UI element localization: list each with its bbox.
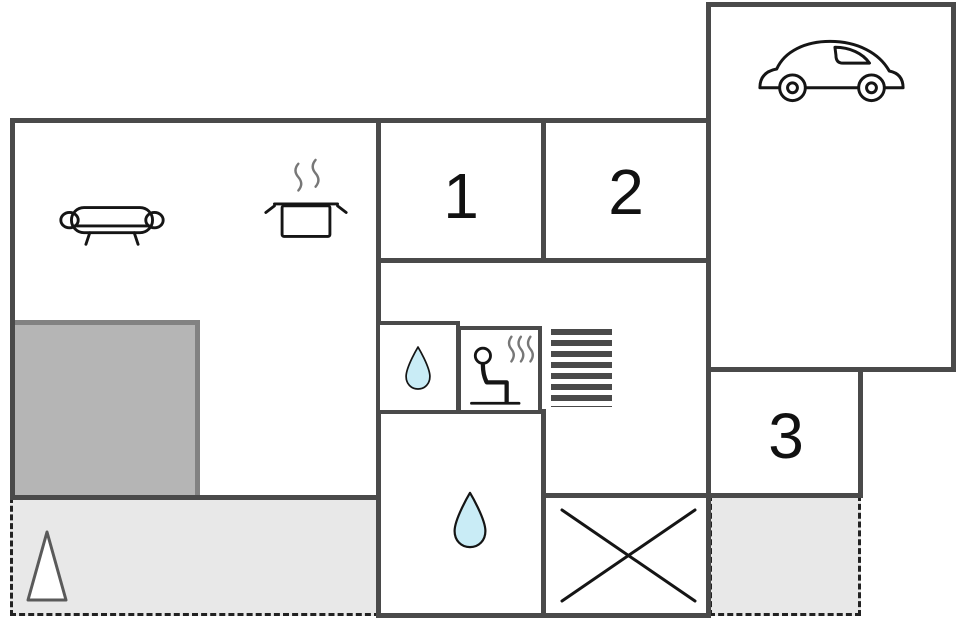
- tree-icon: [24, 526, 70, 606]
- wall-bottom-middle: [376, 613, 711, 618]
- sauna-icon: [469, 335, 534, 405]
- wall-room3-bottom: [706, 493, 863, 498]
- water-drop-icon: [405, 345, 431, 390]
- wall-bathroom-right: [541, 409, 546, 618]
- wall-house-top: [10, 118, 711, 123]
- sofa-icon: [58, 196, 166, 252]
- wall-storage-top: [541, 493, 711, 498]
- wall-house-left: [10, 118, 15, 500]
- terrace-area-right: [709, 495, 861, 616]
- wc-room: [376, 321, 460, 414]
- room-3-label: 3: [768, 400, 804, 472]
- room-2-label: 2: [608, 156, 644, 228]
- cross-icon: [546, 498, 711, 613]
- sauna-room: [457, 326, 542, 414]
- wall-garage-right: [951, 2, 956, 372]
- cooking-pot-icon: [262, 158, 350, 246]
- wall-living-bottom: [10, 495, 381, 500]
- car-icon: [752, 28, 910, 112]
- water-drop-icon: [448, 488, 492, 552]
- wall-room3-right: [858, 367, 863, 498]
- room-1-label: 1: [443, 160, 479, 232]
- wall-garage-top: [706, 2, 956, 7]
- wall-house-right: [706, 2, 711, 618]
- wall-under-bedrooms: [376, 258, 711, 263]
- wall-bedroom-divider: [541, 118, 546, 263]
- wall-garage-bottom: [706, 367, 956, 372]
- patio-area: [10, 320, 200, 500]
- stairs-icon: [551, 329, 612, 407]
